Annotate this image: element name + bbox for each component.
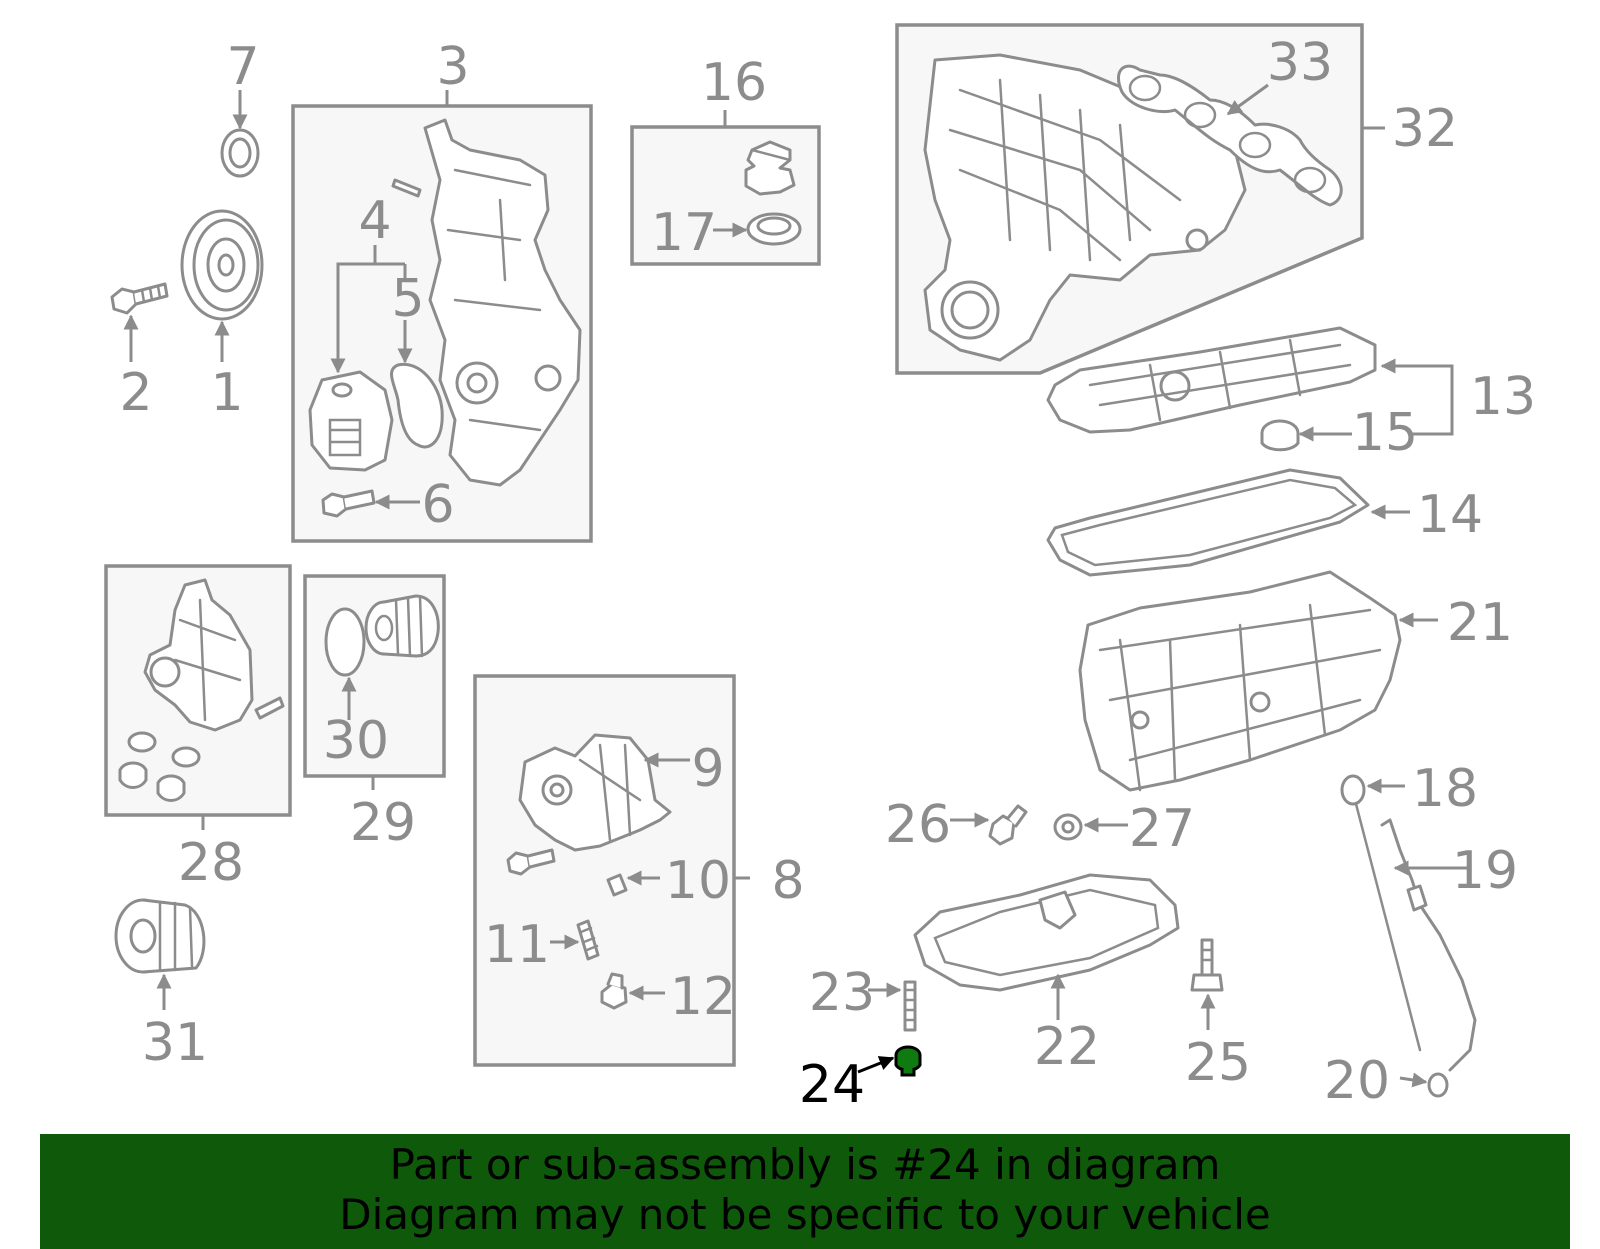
oil-filter-oring-part — [324, 607, 366, 677]
front-seal-part — [220, 128, 260, 178]
callout-5: 5 — [391, 269, 424, 329]
oil-pump-part — [518, 733, 672, 852]
callout-30: 30 — [323, 711, 389, 771]
callout-25: 25 — [1185, 1033, 1251, 1093]
lower-oil-pan-part — [913, 873, 1180, 992]
callout-19: 19 — [1452, 841, 1518, 901]
filler-cap-gasket-part — [746, 212, 802, 246]
plug-part — [600, 972, 628, 1010]
callout-4: 4 — [358, 191, 391, 251]
oil-filler-cap-part — [744, 140, 796, 196]
callout-28: 28 — [178, 833, 244, 893]
upper-oil-pan-part — [1078, 570, 1402, 792]
callout-31: 31 — [142, 1013, 208, 1073]
callout-33: 33 — [1267, 33, 1333, 93]
dipstick-part — [1340, 774, 1422, 1052]
callout-10: 10 — [665, 851, 731, 911]
callout-24: 24 — [799, 1055, 865, 1115]
info-banner: Part or sub-assembly is #24 in diagram D… — [40, 1134, 1570, 1249]
callout-15: 15 — [1352, 403, 1418, 463]
callout-23: 23 — [809, 963, 875, 1023]
crank-pulley-part — [180, 209, 264, 321]
callout-17: 17 — [651, 203, 717, 263]
timing-cover-part — [391, 118, 582, 487]
leader-lines — [123, 83, 1470, 1088]
callout-26: 26 — [885, 795, 951, 855]
oil-pan-bolt-part — [1190, 938, 1224, 992]
water-pump-gasket-part — [390, 362, 444, 449]
dipstick-guide-part — [1380, 818, 1477, 1098]
callout-29: 29 — [350, 793, 416, 853]
valve-cover-part — [1046, 326, 1377, 434]
callout-7: 7 — [226, 37, 259, 97]
callout-14: 14 — [1417, 485, 1483, 545]
callout-32: 32 — [1392, 99, 1458, 159]
water-pump-assembly-part — [118, 578, 285, 802]
callout-11: 11 — [484, 915, 550, 975]
oil-pump-bolt-part — [506, 848, 556, 876]
oil-pan-gasket-part — [1046, 468, 1370, 577]
banner-line-2: Diagram may not be specific to your vehi… — [339, 1190, 1271, 1239]
callout-13: 13 — [1470, 367, 1536, 427]
callout-9: 9 — [691, 739, 724, 799]
callout-12: 12 — [670, 967, 736, 1027]
oil-pan-stud-part — [903, 980, 917, 1032]
drain-plug-part — [894, 1045, 922, 1077]
pulley-bolt-part — [110, 282, 169, 315]
callout-6: 6 — [421, 475, 454, 535]
oil-pressure-sensor-part — [988, 804, 1028, 846]
callout-18: 18 — [1412, 759, 1478, 819]
cover-bolt-part — [321, 489, 376, 518]
dowel-pin-part — [606, 873, 628, 897]
callout-1: 1 — [210, 363, 243, 423]
callout-labels: 1 2 7 3 4 5 6 16 17 33 32 13 15 14 21 28… — [119, 33, 1536, 1115]
callout-8: 8 — [771, 851, 804, 911]
accessory-pulley-part — [114, 898, 206, 974]
callout-20: 20 — [1324, 1051, 1390, 1111]
water-pump-part — [308, 370, 394, 472]
valve-cover-cap-part — [1260, 419, 1300, 452]
callout-21: 21 — [1447, 593, 1513, 653]
callout-27: 27 — [1129, 799, 1195, 859]
callout-3: 3 — [436, 37, 469, 97]
stud-part — [576, 919, 600, 961]
banner-line-1: Part or sub-assembly is #24 in diagram — [389, 1140, 1221, 1189]
oil-filter-element-part — [364, 594, 440, 658]
callout-16: 16 — [701, 53, 767, 113]
washer-part — [1053, 813, 1083, 841]
callout-2: 2 — [119, 363, 152, 423]
callout-22: 22 — [1034, 1017, 1100, 1077]
